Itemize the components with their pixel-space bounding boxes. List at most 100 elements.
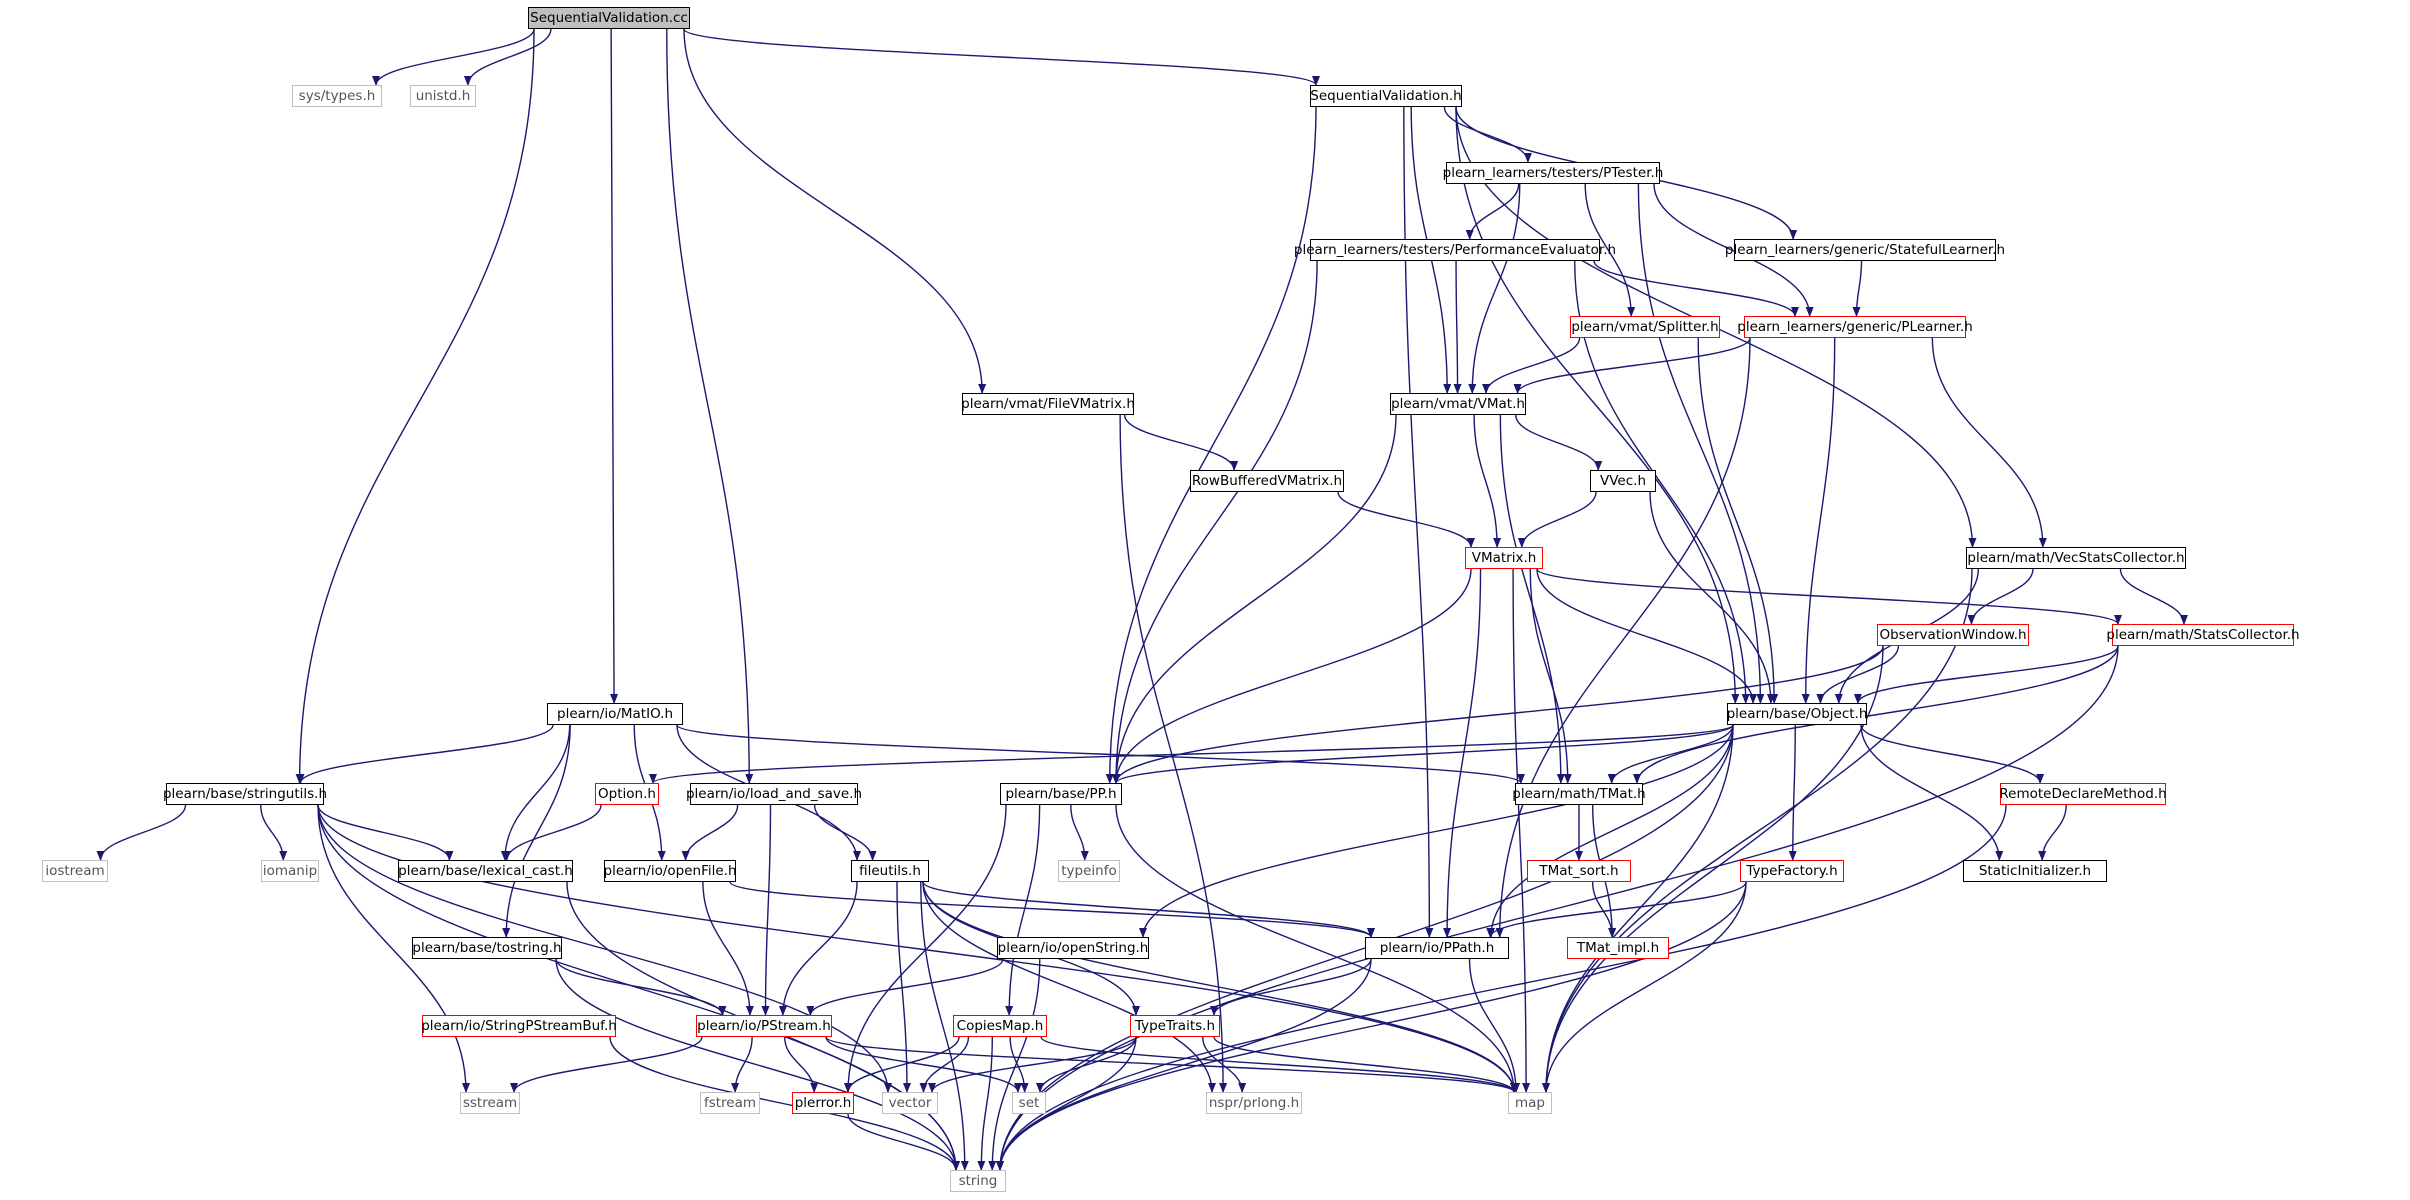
node-splitter-h[interactable]: plearn/vmat/Splitter.h — [1570, 316, 1720, 338]
node-sys-types-h[interactable]: sys/types.h — [292, 85, 382, 107]
node-load-and-save-h[interactable]: plearn/io/load_and_save.h — [686, 783, 862, 805]
node-typeinfo[interactable]: typeinfo — [1058, 860, 1120, 882]
edge-vmatrix-h-to-ppath-h — [1443, 568, 1482, 938]
edge-openstring-h-to-string — [988, 958, 1041, 1171]
edge-matio-h-to-tostring-h — [502, 724, 571, 938]
edge-remotedeclaremethod-h-to-string — [996, 804, 2007, 1171]
edge-stringutils-h-to-map — [317, 804, 1518, 1093]
edge-sequentialvalidation-cc-to-sys-types-h — [372, 28, 535, 86]
node-remotedeclaremethod-h[interactable]: RemoteDeclareMethod.h — [1999, 783, 2167, 805]
node-option-h[interactable]: Option.h — [595, 783, 659, 805]
edge-load-and-save-h-to-pstream-h — [761, 804, 772, 1016]
edge-option-h-to-lexical-cast-h — [502, 804, 602, 861]
edge-statscollector-h-to-tmat-h — [1633, 645, 2119, 784]
node-vecstatscollector-h[interactable]: plearn/math/VecStatsCollector.h — [1966, 547, 2186, 569]
edge-vmat-h-to-vmatrix-h — [1473, 414, 1502, 548]
node-unistd-h[interactable]: unistd.h — [410, 85, 476, 107]
node-object-h[interactable]: plearn/base/Object.h — [1727, 703, 1867, 725]
edge-ptester-h-to-vmat-h — [1468, 183, 1521, 394]
node-typetraits-h[interactable]: TypeTraits.h — [1130, 1015, 1220, 1037]
edge-plearner-h-to-vmat-h — [1513, 337, 1751, 394]
edge-fileutils-h-to-pstream-h — [778, 881, 858, 1016]
node-performanceevaluator-h[interactable]: plearn_learners/testers/PerformanceEvalu… — [1294, 239, 1616, 261]
edge-performanceevaluator-h-to-plearner-h — [1593, 260, 1799, 317]
node-plearner-h[interactable]: plearn_learners/generic/PLearner.h — [1737, 316, 1973, 338]
node-set[interactable]: set — [1012, 1092, 1046, 1114]
node-openfile-h[interactable]: plearn/io/openFile.h — [604, 860, 737, 882]
edge-stringutils-h-to-lexical-cast-h — [317, 804, 454, 861]
edge-plerror-h-to-string — [847, 1113, 960, 1171]
edge-vmatrix-h-to-pp-h — [1112, 568, 1472, 784]
edge-typetraits-h-to-map — [1213, 1036, 1518, 1093]
edge-vecstatscollector-h-to-observationwindow-h — [1967, 568, 2034, 625]
node-fileutils-h[interactable]: fileutils.h — [851, 860, 929, 882]
node-statefullearner-h[interactable]: plearn_learners/generic/StatefulLearner.… — [1725, 239, 2005, 261]
edge-rowbufferedvmatrix-h-to-vmatrix-h — [1337, 491, 1475, 548]
edge-plearner-h-to-ppath-h — [1495, 337, 1751, 938]
edge-stringutils-h-to-vector — [317, 804, 892, 1093]
edge-object-h-to-openstring-h — [1139, 724, 1734, 938]
edge-pstream-h-to-plerror-h — [783, 1036, 819, 1093]
node-fstream[interactable]: fstream — [700, 1092, 760, 1114]
edge-copiesmap-h-to-string — [977, 1036, 993, 1171]
node-observationwindow-h[interactable]: ObservationWindow.h — [1877, 624, 2029, 646]
node-pstream-h[interactable]: plearn/io/PStream.h — [696, 1015, 832, 1037]
edge-openstring-h-to-pstream-h — [806, 958, 1004, 1016]
edge-copiesmap-h-to-map — [1040, 1036, 1518, 1093]
node-vector[interactable]: vector — [882, 1092, 938, 1114]
edge-copiesmap-h-to-set — [1009, 1036, 1029, 1093]
node-sequentialvalidation-cc[interactable]: SequentialValidation.cc — [528, 7, 690, 29]
node-pp-h[interactable]: plearn/base/PP.h — [1000, 783, 1122, 805]
node-tmat-sort-h[interactable]: TMat_sort.h — [1527, 860, 1631, 882]
node-ppath-h[interactable]: plearn/io/PPath.h — [1365, 937, 1509, 959]
node-stringutils-h[interactable]: plearn/base/stringutils.h — [163, 783, 327, 805]
edge-fileutils-h-to-nspr-prlong-h — [922, 881, 1216, 1093]
node-matio-h[interactable]: plearn/io/MatIO.h — [547, 703, 683, 725]
edge-statefullearner-h-to-plearner-h — [1852, 260, 1863, 317]
edge-vmat-h-to-pp-h — [1112, 414, 1397, 784]
node-iostream[interactable]: iostream — [42, 860, 108, 882]
node-vvec-h[interactable]: VVec.h — [1590, 470, 1656, 492]
node-copiesmap-h[interactable]: CopiesMap.h — [953, 1015, 1047, 1037]
node-map[interactable]: map — [1508, 1092, 1552, 1114]
node-filevmatrix-h[interactable]: plearn/vmat/FileVMatrix.h — [961, 393, 1135, 415]
node-sstream[interactable]: sstream — [460, 1092, 520, 1114]
edge-typefactory-h-to-ppath-h — [1486, 881, 1747, 938]
node-statscollector-h[interactable]: plearn/math/StatsCollector.h — [2106, 624, 2300, 646]
edge-vmat-h-to-vvec-h — [1515, 414, 1603, 471]
node-sequentialvalidation-h[interactable]: SequentialValidation.h — [1310, 85, 1462, 107]
edge-stringutils-h-to-iomanip — [260, 804, 288, 861]
edge-fileutils-h-to-ppath-h — [922, 881, 1375, 938]
edge-splitter-h-to-vmat-h — [1482, 337, 1581, 394]
edge-copiesmap-h-to-vector — [919, 1036, 970, 1093]
node-tmat-impl-h[interactable]: TMat_impl.h — [1567, 937, 1669, 959]
node-typefactory-h[interactable]: TypeFactory.h — [1740, 860, 1844, 882]
edge-stringpstreambuf-h-to-string — [609, 1036, 960, 1171]
node-iomanip[interactable]: iomanip — [261, 860, 319, 882]
edge-sequentialvalidation-cc-to-unistd-h — [463, 28, 552, 86]
edge-remotedeclaremethod-h-to-staticinitializer-h — [2038, 804, 2067, 861]
node-stringpstreambuf-h[interactable]: plearn/io/StringPStreamBuf.h — [421, 1015, 617, 1037]
node-string[interactable]: string — [950, 1170, 1006, 1192]
edge-ptester-h-to-plearner-h — [1653, 183, 1814, 317]
edge-observationwindow-h-to-pp-h — [1112, 645, 1884, 784]
node-ptester-h[interactable]: plearn_learners/testers/PTester.h — [1443, 162, 1663, 184]
node-tostring-h[interactable]: plearn/base/tostring.h — [412, 937, 562, 959]
node-vmatrix-h[interactable]: VMatrix.h — [1465, 547, 1543, 569]
node-openstring-h[interactable]: plearn/io/openString.h — [997, 937, 1149, 959]
edge-filevmatrix-h-to-nspr-prlong-h — [1119, 414, 1228, 1093]
node-staticinitializer-h[interactable]: StaticInitializer.h — [1963, 860, 2107, 882]
node-nspr-prlong-h[interactable]: nspr/prlong.h — [1206, 1092, 1302, 1114]
edge-filevmatrix-h-to-rowbufferedvmatrix-h — [1123, 414, 1239, 471]
edge-load-and-save-h-to-openfile-h — [681, 804, 739, 861]
edge-sequentialvalidation-cc-to-stringutils-h — [295, 28, 535, 784]
node-lexical-cast-h[interactable]: plearn/base/lexical_cast.h — [398, 860, 573, 882]
edge-object-h-to-typefactory-h — [1788, 724, 1797, 861]
node-plerror-h[interactable]: plerror.h — [792, 1092, 854, 1114]
edge-tostring-h-to-string — [555, 958, 960, 1171]
node-vmat-h[interactable]: plearn/vmat/VMat.h — [1390, 393, 1526, 415]
node-tmat-h[interactable]: plearn/math/TMat.h — [1512, 783, 1646, 805]
edge-object-h-to-remotedeclaremethod-h — [1860, 724, 2045, 784]
edge-tostring-h-to-pstream-h — [555, 958, 727, 1016]
node-rowbufferedvmatrix-h[interactable]: RowBufferedVMatrix.h — [1190, 470, 1344, 492]
